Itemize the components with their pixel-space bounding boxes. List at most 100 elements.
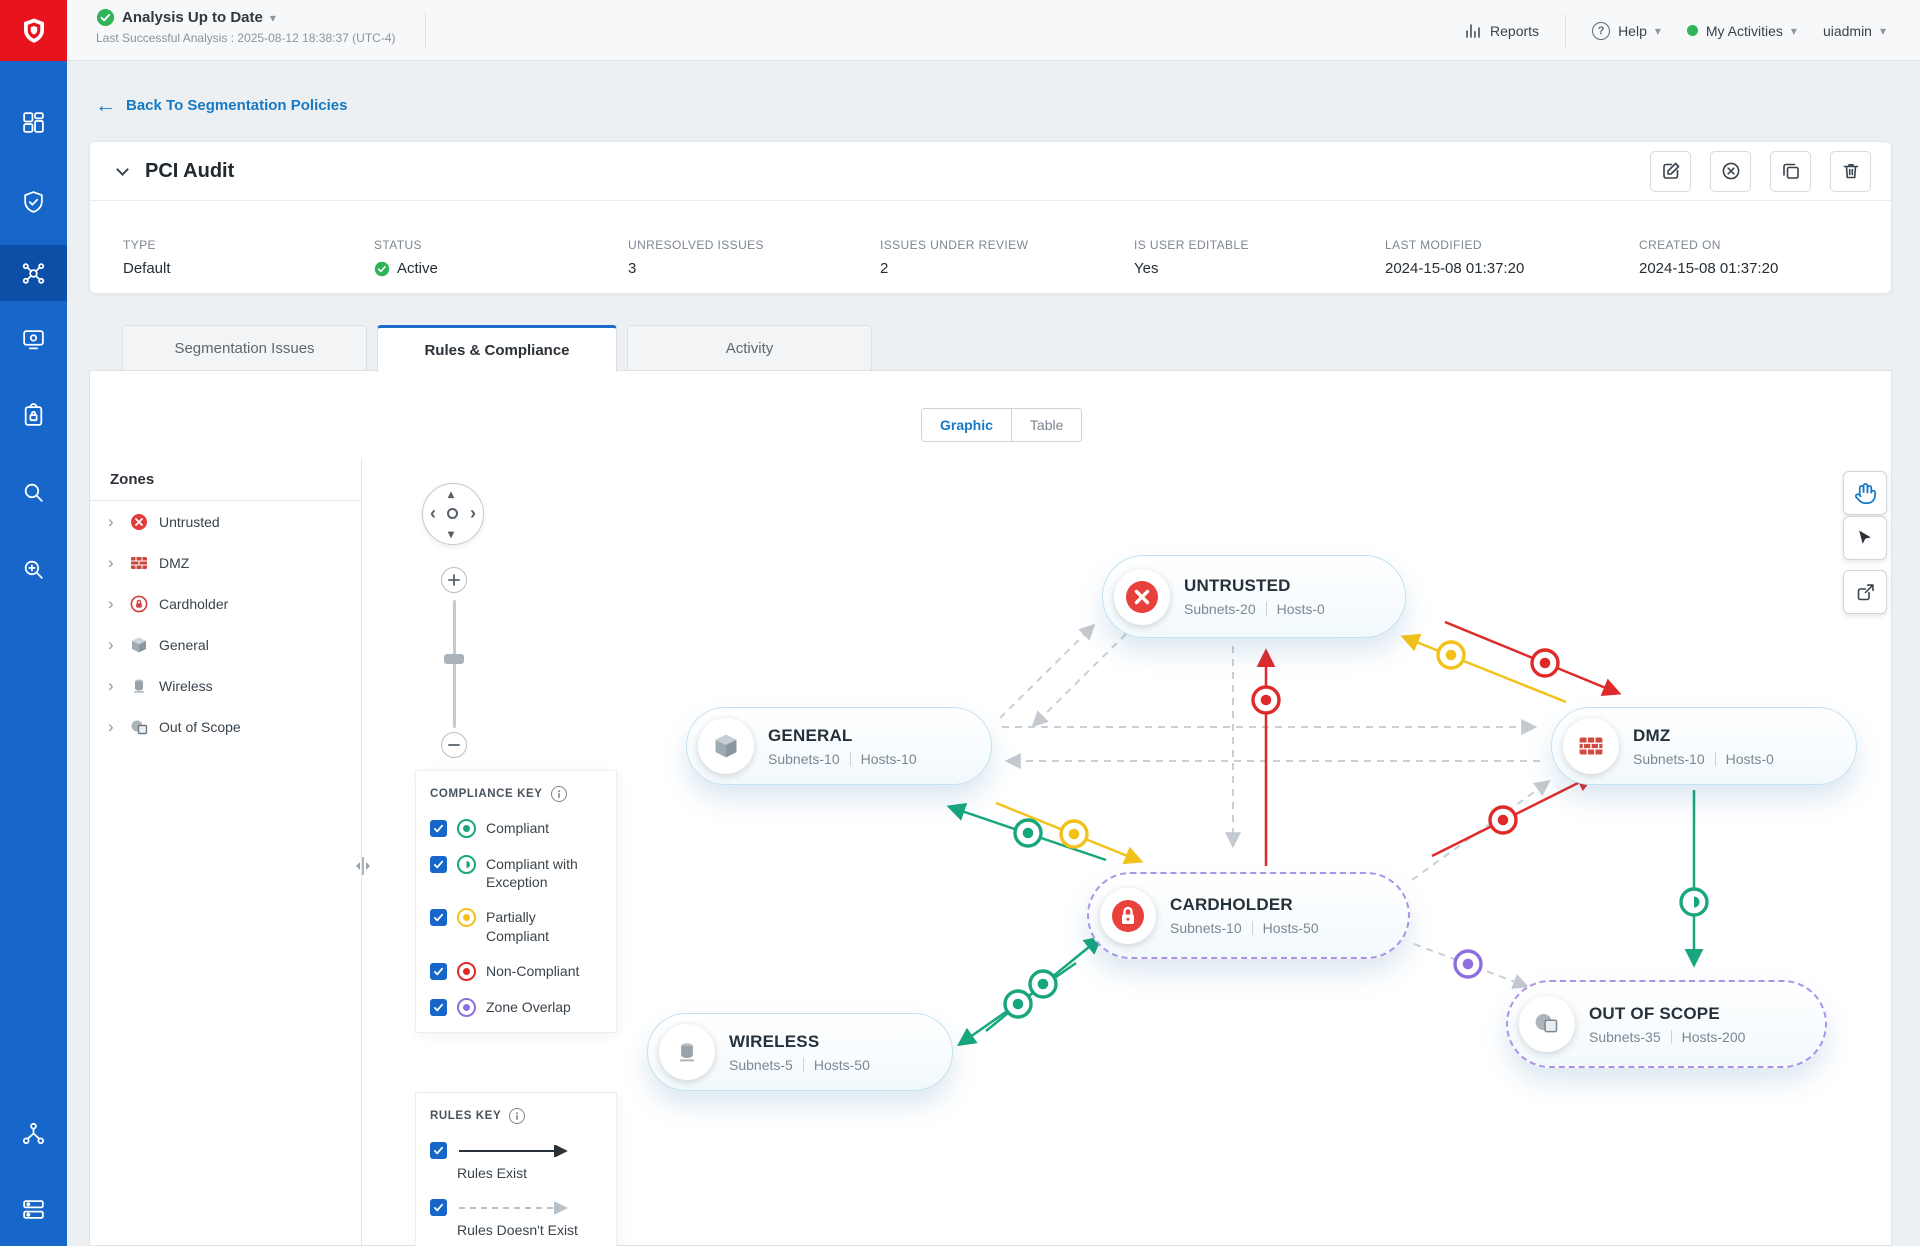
chevron-down-icon: ▾ [269,10,276,25]
user-menu[interactable]: uiadmin ▾ [1823,23,1886,39]
sidebar [0,0,67,1246]
zone-label: General [159,636,209,653]
chevron-right-icon: › [108,634,114,654]
zoom-in-button[interactable] [441,567,467,593]
zoom-slider-track[interactable] [452,600,456,728]
dmz-node-icon [1563,718,1619,774]
dmz-zone-icon [129,553,148,572]
pan-up-icon[interactable]: ▴ [448,487,455,501]
legend-item-compliant-exception: Compliant with Exception [430,855,602,891]
rules-key-panel: RULES KEY Rules Exist Rules Doesn't Exis… [416,1093,616,1246]
server-gear-icon [23,1199,44,1219]
tab-activity[interactable]: Activity [627,325,872,371]
pan-right-icon[interactable]: › [470,503,476,523]
compliant-icon [457,819,476,838]
zones-panel: Zones › Untrusted › DMZ › Cardholder › G… [90,459,362,1245]
pan-control[interactable]: ▴ ▾ ‹ › [422,483,484,545]
zone-row-wireless[interactable]: › Wireless [90,665,361,706]
node-hosts: Hosts-0 [1725,750,1774,767]
select-tool-button[interactable] [1843,516,1887,560]
sidebar-item-dashboard[interactable] [0,94,67,150]
export-button[interactable] [1843,570,1887,614]
back-to-policies-link[interactable]: ← Back To Segmentation Policies [95,95,347,116]
duplicate-policy-button[interactable] [1770,150,1811,192]
zone-overlap-icon [457,997,476,1017]
delete-policy-button[interactable] [1830,150,1871,192]
zoom-slider-handle[interactable] [444,654,464,664]
partially-compliant-checkbox[interactable] [430,909,447,927]
chevron-right-icon: › [108,675,114,695]
zone-row-general[interactable]: › General [90,624,361,665]
help-menu[interactable]: ? Help ▾ [1592,21,1661,40]
collapse-chevron-icon[interactable] [116,162,129,176]
info-label: CREATED ON [1639,238,1721,252]
policy-summary-card: PCI Audit TYPE Default STATUS Active UNR… [89,141,1892,294]
cursor-icon [1859,530,1871,544]
zone-row-untrusted[interactable]: › Untrusted [90,501,361,542]
segmentation-icon [22,262,45,284]
zone-row-cardholder[interactable]: › Cardholder [90,583,361,624]
topology-view-icon [23,329,44,349]
hand-icon [1854,482,1876,504]
rules-doesnt-exist-checkbox[interactable] [430,1199,447,1216]
pan-down-icon[interactable]: ▾ [448,527,455,541]
table-view-button[interactable]: Table [1011,409,1082,441]
info-icon[interactable] [509,1108,526,1124]
zoom-out-button[interactable] [441,732,467,758]
trash-icon [1843,164,1858,179]
pan-center-icon[interactable] [447,508,458,519]
shield-logo-icon [23,18,44,43]
reports-label: Reports [1490,22,1540,39]
legend-label: Non-Compliant [486,962,580,979]
disable-policy-button[interactable] [1710,150,1751,192]
rules-key-title: RULES KEY [430,1110,502,1122]
node-title: DMZ [1633,725,1671,745]
tab-segmentation-issues[interactable]: Segmentation Issues [122,325,367,371]
sidebar-item-investigate[interactable] [0,541,67,597]
wireless-node-icon [659,1024,715,1080]
non-compliant-checkbox[interactable] [430,962,447,980]
dashed-arrow-sample [459,1202,568,1214]
rules-exist-checkbox[interactable] [430,1142,447,1159]
legend-label: Rules Doesn't Exist [457,1222,578,1238]
tab-rules-compliance[interactable]: Rules & Compliance [377,325,617,372]
chevron-down-icon: ▾ [1654,23,1661,38]
sidebar-item-network[interactable] [0,1105,67,1161]
my-activities-menu[interactable]: My Activities ▾ [1686,23,1797,39]
sidebar-item-devices[interactable] [0,1181,67,1237]
solid-arrow-sample [459,1145,568,1157]
sidebar-item-search[interactable] [0,464,67,520]
info-value: Yes [1134,260,1159,277]
info-icon[interactable] [550,786,567,802]
sidebar-item-policies[interactable] [0,387,67,443]
info-label: UNRESOLVED ISSUES [628,238,764,252]
compliant-checkbox[interactable] [430,820,447,837]
node-dmz[interactable]: DMZ Subnets-10 Hosts-0 [1551,707,1857,785]
zone-overlap-checkbox[interactable] [430,998,447,1016]
node-subnets: Subnets-10 [1633,750,1705,767]
info-label: LAST MODIFIED [1385,238,1482,252]
chevron-down-icon: ▾ [1790,23,1797,38]
pan-tool-button[interactable] [1843,471,1887,515]
zone-row-dmz[interactable]: › DMZ [90,542,361,583]
sidebar-item-security[interactable] [0,174,67,230]
graphic-view-button[interactable]: Graphic [922,409,1012,441]
status-value: Active [397,260,438,277]
zone-row-out-of-scope[interactable]: › Out of Scope [90,706,361,747]
pan-left-icon[interactable]: ‹ [430,503,436,523]
reports-button[interactable]: Reports [1464,22,1539,40]
edit-policy-button[interactable] [1650,150,1691,192]
divider [802,1057,804,1072]
edit-icon [1662,162,1679,179]
help-label: Help [1618,22,1647,39]
sidebar-item-segmentation[interactable] [0,245,67,301]
analysis-status-menu[interactable]: Analysis Up to Date ▾ Last Successful An… [96,8,395,45]
sidebar-item-topology[interactable] [0,311,67,367]
panel-resize-handle[interactable] [355,855,371,882]
compliant-exception-checkbox[interactable] [430,856,447,873]
